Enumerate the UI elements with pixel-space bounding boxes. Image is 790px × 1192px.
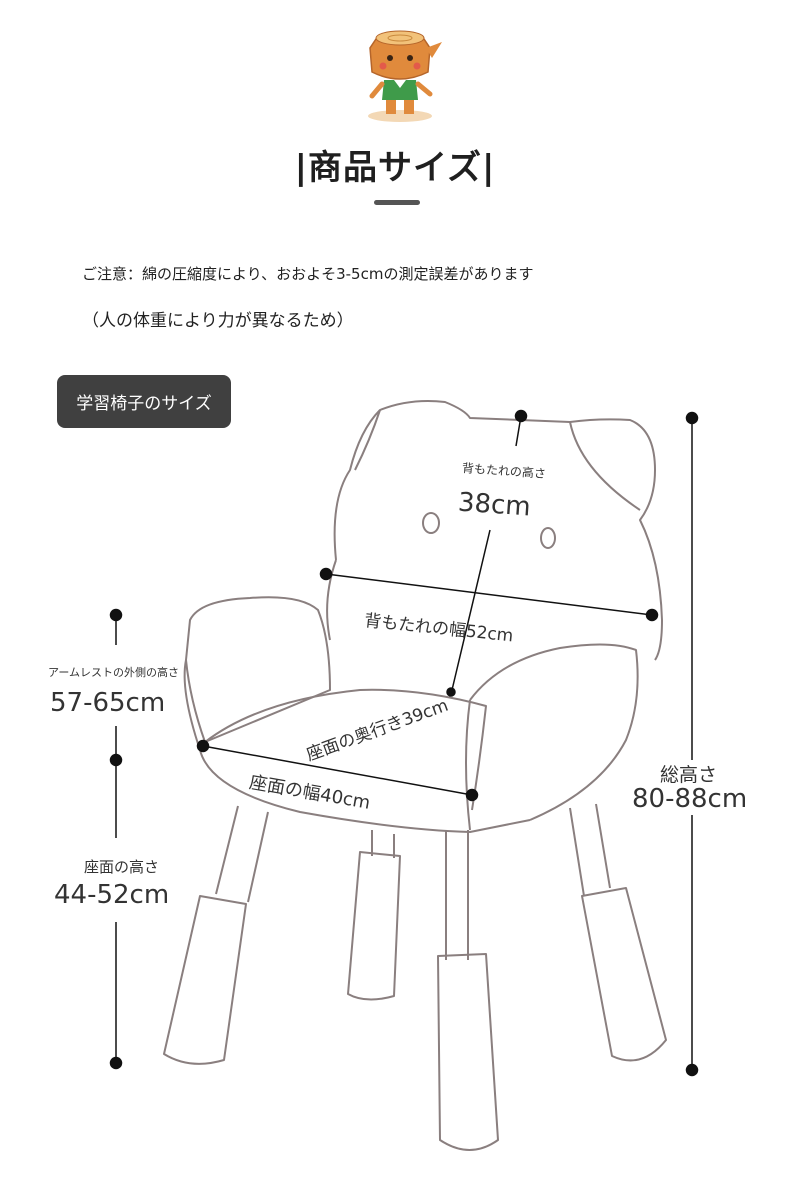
dimension-lines <box>109 409 699 1077</box>
backrest-height-value: 38cm <box>457 487 532 523</box>
measurement-notice: ご注意：綿の圧縮度により、おおよそ3-5cmの測定誤差があります <box>82 265 534 283</box>
armrest-height-label: アームレストの外側の高さ <box>48 666 180 679</box>
total-height-label: 総高さ <box>660 764 718 786</box>
page-title: |商品サイズ| <box>294 148 496 188</box>
title-underline <box>374 200 420 205</box>
total-height-value: 80-88cm <box>632 784 748 814</box>
measurement-notice-reason: （人の体重により力が異なるため） <box>82 311 354 331</box>
chair-outline <box>163 400 667 1151</box>
section-badge: 学習椅子のサイズ <box>57 375 231 428</box>
seat-height-value: 44-52cm <box>54 880 170 910</box>
armrest-height-value: 57-65cm <box>50 688 166 718</box>
seat-height-label: 座面の高さ <box>84 858 160 876</box>
tree-stump-mascot-icon <box>368 30 442 122</box>
